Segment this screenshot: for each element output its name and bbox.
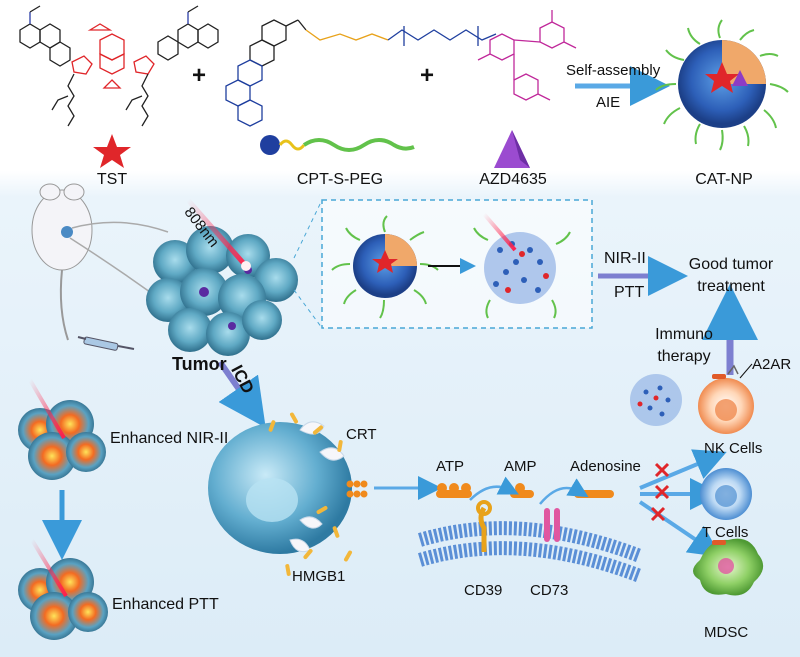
tst-star-icon xyxy=(93,134,131,168)
cpt-label: CPT-S-PEG xyxy=(296,171,384,188)
nk-cell-icon xyxy=(698,364,754,434)
atp-label: ATP xyxy=(436,458,465,475)
cd39-label: CD39 xyxy=(464,582,503,599)
immuno-line-2: therapy xyxy=(657,348,711,365)
box-nanoparticle-icon xyxy=(331,215,439,319)
good-line-2: treatment xyxy=(697,278,765,295)
enhanced-nir-tumor-icon xyxy=(18,378,106,480)
azd-molecule xyxy=(477,10,577,101)
adenosine-label: Adenosine xyxy=(570,458,641,475)
block-x-icons xyxy=(650,462,670,522)
cd39-icon xyxy=(476,500,492,552)
released-drug-cloud-icon xyxy=(630,374,682,426)
mdsc-icon xyxy=(693,538,764,596)
plus-sign-1: + xyxy=(192,62,207,89)
good-line-1: Good tumor xyxy=(688,256,774,273)
tumor-icon xyxy=(146,226,298,356)
dying-tumor-cell-icon xyxy=(208,412,368,576)
ptt-label: PTT xyxy=(614,284,645,301)
aie-label: AIE xyxy=(596,94,621,111)
cell-membrane-icon xyxy=(417,521,643,583)
enhanced-ptt-tumor-icon xyxy=(18,538,108,640)
catnp-icon xyxy=(655,19,789,151)
nir-label: NIR-II xyxy=(604,250,646,267)
to-mdsc-arrow xyxy=(638,500,722,557)
catnp-label: CAT-NP xyxy=(695,171,753,188)
cd73-icon xyxy=(544,508,560,542)
atp-icon xyxy=(436,483,472,498)
tst-molecule xyxy=(19,5,219,127)
amp-label: AMP xyxy=(504,458,537,475)
nk-label: NK Cells xyxy=(704,440,763,457)
enhanced-nir-label: Enhanced NIR-II xyxy=(110,430,229,447)
enhanced-ptt-label: Enhanced PTT xyxy=(112,596,219,613)
to-nk-arrow xyxy=(639,449,727,490)
cpt-ball-icon xyxy=(260,135,280,155)
cd73-label: CD73 xyxy=(530,582,569,599)
laser-beam xyxy=(186,198,248,268)
azd-label: AZD4635 xyxy=(479,171,547,188)
mdsc-label: MDSC xyxy=(704,624,749,641)
icd-arrow xyxy=(217,360,266,428)
plus-sign-2: + xyxy=(420,62,435,89)
syringe-icon xyxy=(77,336,135,351)
t-cell-icon xyxy=(700,468,752,520)
mouse-icon xyxy=(31,183,93,341)
a2ar-label: A2AR xyxy=(752,356,792,373)
immunotherapy-label: Immuno therapy xyxy=(654,324,714,368)
t-label: T Cells xyxy=(702,524,749,541)
immuno-line-1: Immuno xyxy=(655,326,713,343)
peg-chain-icon xyxy=(302,138,415,152)
self-assembly-label: Self-assembly xyxy=(566,62,661,79)
good-treatment-label: Good tumor treatment xyxy=(676,254,786,298)
dispersed-particles-icon xyxy=(473,212,571,319)
tumor-label: Tumor xyxy=(172,354,227,374)
s-linker-icon xyxy=(278,139,306,151)
tst-label: TST xyxy=(96,171,128,188)
cpt-molecule xyxy=(225,19,497,127)
amp-icon xyxy=(510,483,534,498)
azd-pyramid-icon xyxy=(494,130,530,168)
crt-label: CRT xyxy=(346,426,377,443)
hmgb1-label: HMGB1 xyxy=(292,568,346,585)
